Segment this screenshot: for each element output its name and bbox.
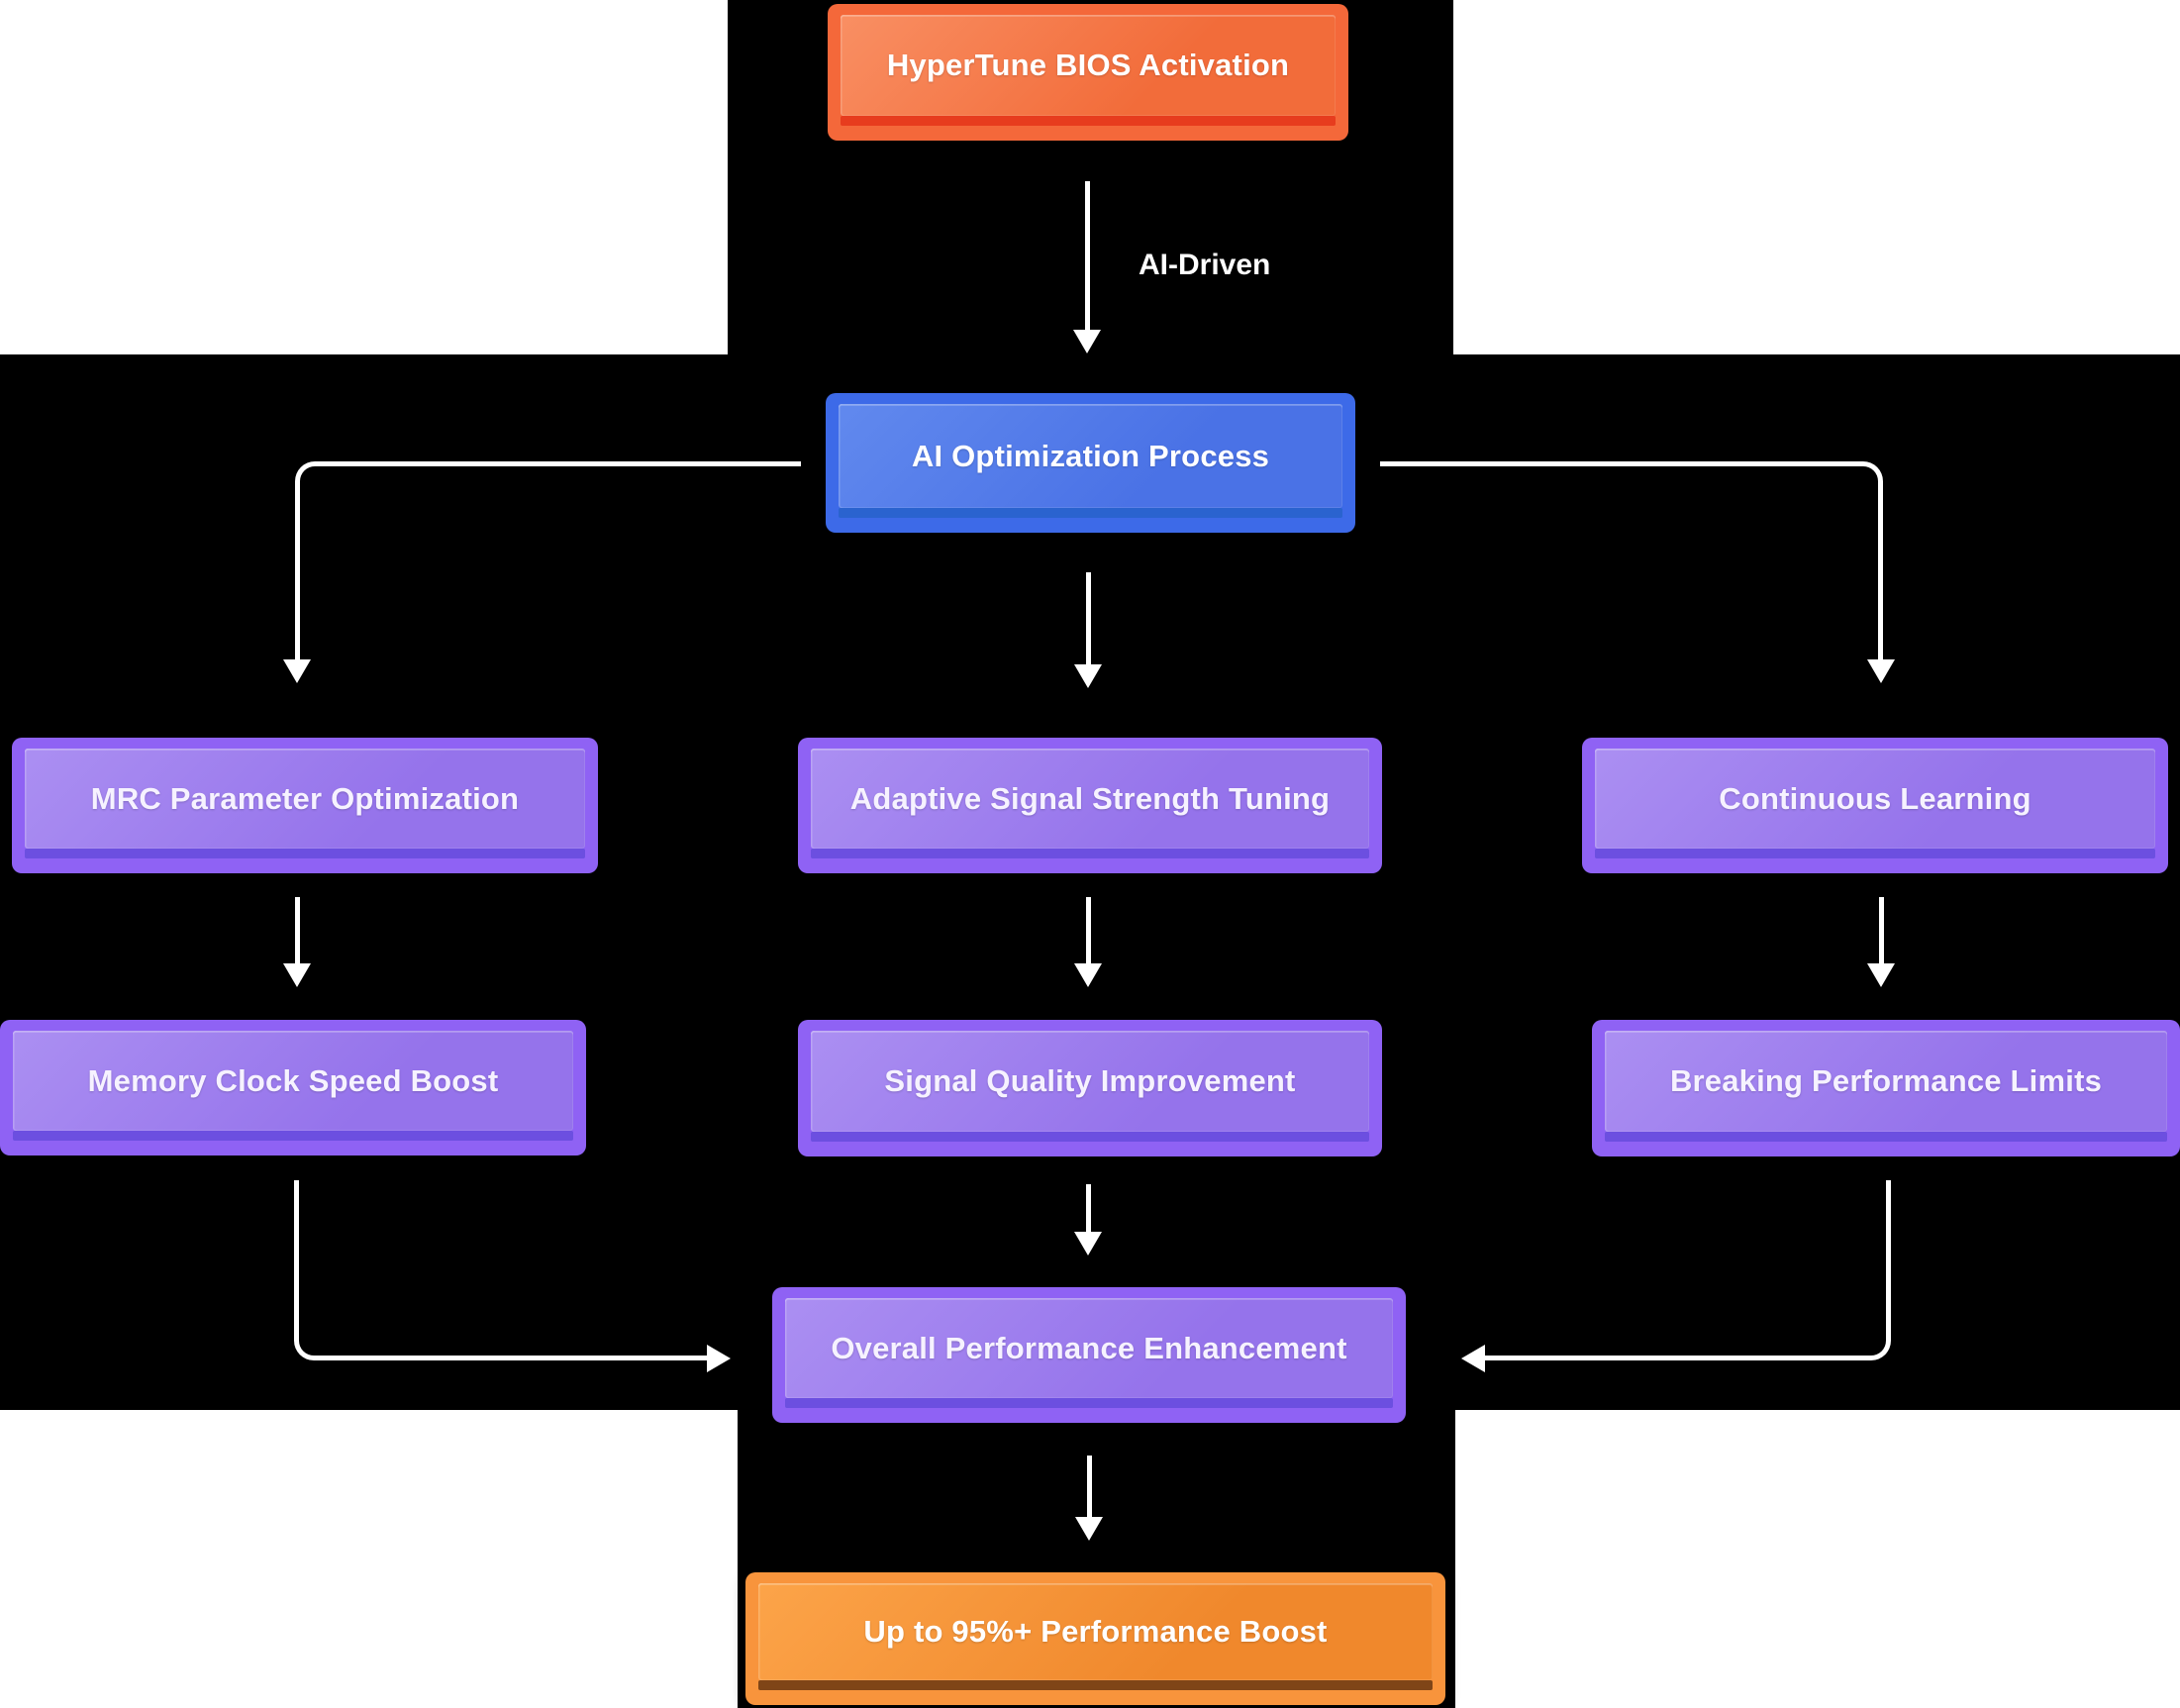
arrow-head: [1074, 664, 1102, 688]
node-fill: Breaking Performance Limits: [1605, 1031, 2167, 1132]
node-accent-bar: [1605, 1132, 2167, 1142]
node-signal-quality-improvement: Signal Quality Improvement: [798, 1020, 1382, 1156]
arrow-head: [1867, 659, 1895, 683]
node-accent-bar: [1595, 849, 2155, 858]
edge-label-ai-driven: AI-Driven: [1139, 249, 1271, 281]
node-label: Memory Clock Speed Boost: [87, 1062, 499, 1098]
node-label: AI Optimization Process: [911, 438, 1270, 473]
node-accent-bar: [841, 116, 1336, 126]
arrow-head: [283, 659, 311, 683]
arrow-head: [1461, 1345, 1485, 1372]
node-fill: HyperTune BIOS Activation: [841, 15, 1336, 116]
arrow-line: [1087, 1456, 1092, 1517]
arrow-head: [1073, 330, 1101, 353]
arrow-line: [1483, 1180, 1891, 1360]
node-label: Continuous Learning: [1719, 780, 2031, 816]
arrow-head: [707, 1345, 731, 1372]
node-accent-bar: [13, 1131, 573, 1141]
node-ai-optimization-process: AI Optimization Process: [826, 393, 1355, 533]
node-fill: Memory Clock Speed Boost: [13, 1031, 573, 1131]
arrow-head: [283, 963, 311, 987]
node-label: MRC Parameter Optimization: [90, 780, 520, 816]
node-accent-bar: [758, 1680, 1433, 1690]
arrow-line: [1879, 897, 1884, 963]
node-fill: MRC Parameter Optimization: [25, 749, 585, 849]
node-continuous-learning: Continuous Learning: [1582, 738, 2168, 873]
node-fill: Overall Performance Enhancement: [785, 1298, 1393, 1398]
node-breaking-performance-limits: Breaking Performance Limits: [1592, 1020, 2180, 1156]
node-label: HyperTune BIOS Activation: [886, 48, 1290, 82]
node-performance-boost-result: Up to 95%+ Performance Boost: [745, 1572, 1445, 1705]
arrow-line: [1380, 461, 1883, 659]
arrow-line: [1086, 897, 1091, 963]
arrow-line: [294, 1180, 709, 1360]
arrow-line: [1086, 1184, 1091, 1232]
node-label: Adaptive Signal Strength Tuning: [849, 780, 1331, 816]
arrow-line: [295, 461, 801, 659]
arrow-head: [1075, 1517, 1103, 1541]
node-fill: Up to 95%+ Performance Boost: [758, 1583, 1433, 1680]
node-memory-clock-speed-boost: Memory Clock Speed Boost: [0, 1020, 586, 1155]
node-hypertune-bios-activation: HyperTune BIOS Activation: [828, 4, 1348, 141]
node-fill: AI Optimization Process: [839, 404, 1342, 508]
arrow-line: [1085, 181, 1090, 330]
node-label: Breaking Performance Limits: [1669, 1063, 2103, 1098]
node-mrc-parameter-optimization: MRC Parameter Optimization: [12, 738, 598, 873]
arrow-head: [1074, 1232, 1102, 1256]
node-accent-bar: [785, 1398, 1393, 1408]
arrow-head: [1074, 963, 1102, 987]
node-fill: Signal Quality Improvement: [811, 1031, 1369, 1132]
node-accent-bar: [839, 508, 1342, 518]
node-accent-bar: [811, 849, 1369, 858]
node-fill: Continuous Learning: [1595, 749, 2155, 849]
node-label: Signal Quality Improvement: [884, 1063, 1296, 1098]
node-overall-performance-enhancement: Overall Performance Enhancement: [772, 1287, 1406, 1423]
node-accent-bar: [25, 849, 585, 858]
node-fill: Adaptive Signal Strength Tuning: [811, 749, 1369, 849]
node-label: Overall Performance Enhancement: [831, 1330, 1347, 1365]
node-accent-bar: [811, 1132, 1369, 1142]
arrow-head: [1867, 963, 1895, 987]
arrow-line: [1086, 572, 1091, 664]
node-label: Up to 95%+ Performance Boost: [863, 1614, 1328, 1649]
node-adaptive-signal-strength-tuning: Adaptive Signal Strength Tuning: [798, 738, 1382, 873]
arrow-line: [295, 897, 300, 963]
